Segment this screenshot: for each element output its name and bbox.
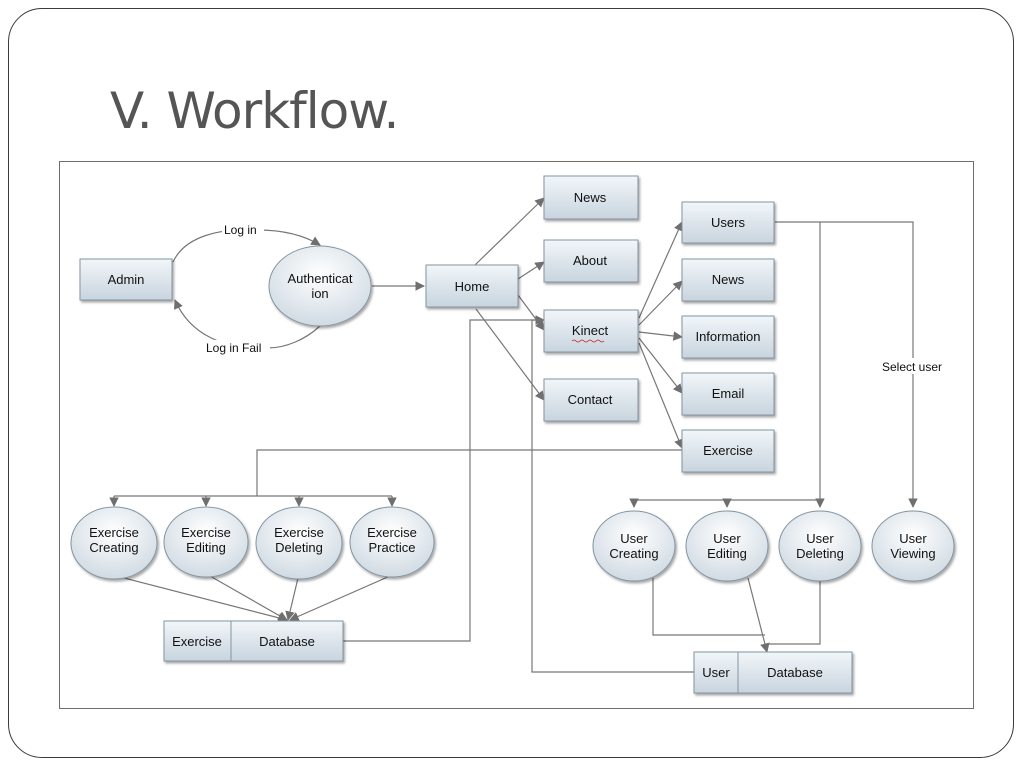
node-admin[interactable]: Admin [108, 272, 145, 287]
node-user-editing-line2[interactable]: Editing [707, 546, 747, 561]
node-user-creating-line1[interactable]: User [620, 531, 648, 546]
node-news[interactable]: News [574, 190, 607, 205]
edge-user-editing-db [747, 577, 770, 653]
edge-kinect-information [638, 331, 683, 341]
node-ex-editing-line2[interactable]: Editing [186, 540, 226, 555]
edge-label-select-user: Select user [882, 360, 942, 374]
node-information[interactable]: Information [695, 329, 760, 344]
user-db-label[interactable]: User [702, 665, 730, 680]
node-user-creating-line2[interactable]: Creating [609, 546, 658, 561]
slide-frame [8, 8, 1014, 758]
kinect-spellcheck-underline [571, 339, 605, 343]
node-information-box [681, 315, 775, 359]
node-ex-deleting-ellipse [255, 506, 343, 580]
user-db-label-box [693, 651, 739, 694]
edge-userdb-kinect [531, 319, 694, 673]
edge-label-log-in: Log in [224, 223, 257, 237]
node-about-box [543, 239, 639, 283]
node-user-editing-line1[interactable]: User [713, 531, 741, 546]
node-about[interactable]: About [573, 253, 607, 268]
node-ex-editing-line1[interactable]: Exercise [181, 525, 231, 540]
node-ex-practice-line2[interactable]: Practice [369, 540, 416, 555]
box-nodes [79, 175, 853, 694]
node-user-deleting-line1[interactable]: User [806, 531, 834, 546]
node-ex-deleting-line2[interactable]: Deleting [275, 540, 323, 555]
edge-ex-editing-db [209, 575, 288, 621]
node-kinect[interactable]: Kinect [572, 323, 609, 338]
diagram-frame [59, 161, 974, 709]
exercise-db-label[interactable]: Exercise [172, 634, 222, 649]
edge-home-news [474, 197, 545, 266]
node-email-box [681, 372, 775, 416]
node-ex-practice-ellipse [349, 506, 435, 578]
edge-home-about [517, 261, 545, 280]
node-email[interactable]: Email [712, 386, 745, 401]
node-authentication-line2[interactable]: ion [311, 286, 328, 301]
node-admin-box [79, 258, 173, 301]
node-authentication-line1[interactable]: Authenticat [287, 271, 352, 286]
node-exercise-box [681, 429, 775, 473]
edge-home-contact [475, 308, 545, 401]
node-ex-creating-ellipse [70, 506, 158, 580]
edge-kinect-email [638, 337, 683, 394]
edge-users-right [775, 221, 918, 508]
node-contact[interactable]: Contact [568, 392, 613, 407]
edge-kinect-users [638, 221, 683, 319]
node-users[interactable]: Users [711, 215, 745, 230]
log-in-fail-label-bg [204, 340, 270, 356]
edge-ex-deleting-db [285, 577, 299, 621]
node-home-box [425, 264, 519, 308]
edge-ex-creating-db [123, 577, 288, 623]
node-user-creating-ellipse [592, 510, 676, 582]
edge-ex-practice-db [289, 575, 391, 621]
node-ex-creating-line2[interactable]: Creating [89, 540, 138, 555]
node-user-deleting-line2[interactable]: Deleting [796, 546, 844, 561]
slide-title: V. Workflow. [110, 82, 399, 140]
node-ex-editing-ellipse [163, 506, 249, 578]
user-database[interactable]: Database [767, 665, 823, 680]
node-users-box [681, 201, 775, 244]
node-home[interactable]: Home [455, 279, 490, 294]
node-news2-box [681, 258, 775, 302]
node-ex-deleting-line1[interactable]: Exercise [274, 525, 324, 540]
node-user-editing-ellipse [685, 510, 769, 582]
log-in-label-bg [222, 222, 264, 238]
user-db-box [737, 651, 853, 694]
node-authentication-ellipse [268, 245, 372, 327]
node-kinect-box [543, 309, 639, 353]
select-user-label-bg [880, 358, 946, 374]
node-user-viewing-line2[interactable]: Viewing [890, 546, 935, 561]
node-exercise[interactable]: Exercise [703, 443, 753, 458]
edge-user-creating-db [652, 578, 765, 636]
node-news-box [543, 175, 639, 220]
edge-kinect-news [638, 280, 683, 326]
edge-home-kinect [517, 294, 545, 331]
edge-exdb-kinect [343, 315, 545, 642]
edge-exercise-bus [256, 449, 682, 496]
exercise-db-box [230, 620, 344, 662]
exercise-db-label-box [163, 620, 232, 662]
node-user-viewing-ellipse [871, 510, 955, 582]
node-ex-creating-line1[interactable]: Exercise [89, 525, 139, 540]
edge-kinect-exercise [638, 342, 684, 449]
node-user-viewing-line1[interactable]: User [899, 531, 927, 546]
node-ex-practice-line1[interactable]: Exercise [367, 525, 417, 540]
node-contact-box [543, 378, 639, 422]
exercise-database[interactable]: Database [259, 634, 315, 649]
edge-user-deleting-db [768, 578, 821, 645]
node-news-sub[interactable]: News [712, 272, 745, 287]
edge-label-log-in-fail: Log in Fail [206, 341, 261, 355]
ellipse-nodes [70, 245, 955, 582]
node-user-deleting-ellipse [778, 510, 862, 582]
